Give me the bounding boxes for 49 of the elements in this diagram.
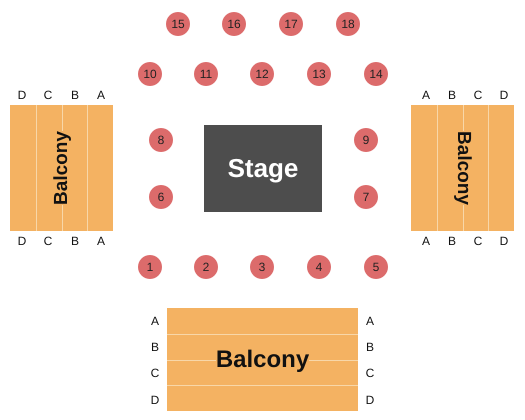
table-marker: 18 bbox=[336, 12, 360, 36]
stage-block bbox=[204, 125, 322, 212]
table-marker: 15 bbox=[166, 12, 190, 36]
table-marker: 16 bbox=[222, 12, 246, 36]
table-marker: 10 bbox=[138, 62, 162, 86]
stage-label: Stage bbox=[228, 153, 298, 184]
row-letter: D bbox=[500, 89, 508, 101]
row-letter: D bbox=[18, 89, 26, 101]
table-marker: 12 bbox=[250, 62, 274, 86]
row-letter: A bbox=[422, 235, 430, 247]
row-letter: C bbox=[474, 235, 482, 247]
balcony-section bbox=[411, 105, 514, 231]
balcony-section bbox=[10, 105, 113, 231]
table-marker: 9 bbox=[354, 128, 378, 152]
table-marker: 3 bbox=[250, 255, 274, 279]
row-letter: C bbox=[44, 89, 52, 101]
row-letter: C bbox=[474, 89, 482, 101]
row-letter: B bbox=[448, 89, 456, 101]
table-marker: 4 bbox=[307, 255, 331, 279]
table-marker: 1 bbox=[138, 255, 162, 279]
row-letter: C bbox=[150, 367, 160, 379]
row-letter: A bbox=[97, 235, 105, 247]
table-marker: 17 bbox=[279, 12, 303, 36]
row-letter: B bbox=[151, 341, 159, 353]
row-letter: A bbox=[151, 315, 159, 327]
balcony-section bbox=[167, 308, 358, 411]
table-marker: 8 bbox=[149, 128, 173, 152]
row-letter: A bbox=[366, 315, 374, 327]
section-label: Balcony bbox=[50, 131, 72, 205]
row-letter: D bbox=[18, 235, 26, 247]
table-marker: 7 bbox=[354, 185, 378, 209]
row-letter: C bbox=[44, 235, 52, 247]
row-letter: C bbox=[366, 367, 374, 379]
row-letter: B bbox=[71, 235, 79, 247]
row-letter: D bbox=[366, 394, 374, 406]
table-marker: 13 bbox=[307, 62, 331, 86]
table-marker: 14 bbox=[364, 62, 388, 86]
row-letter: D bbox=[500, 235, 508, 247]
row-letter: A bbox=[422, 89, 430, 101]
row-letter: B bbox=[366, 341, 374, 353]
row-letter: B bbox=[448, 235, 456, 247]
table-marker: 5 bbox=[364, 255, 388, 279]
row-letter: B bbox=[71, 89, 79, 101]
row-letter: D bbox=[150, 394, 160, 406]
table-marker: 2 bbox=[194, 255, 218, 279]
table-marker: 6 bbox=[149, 185, 173, 209]
row-letter: A bbox=[97, 89, 105, 101]
section-label: Balcony bbox=[452, 131, 474, 205]
table-marker: 11 bbox=[194, 62, 218, 86]
